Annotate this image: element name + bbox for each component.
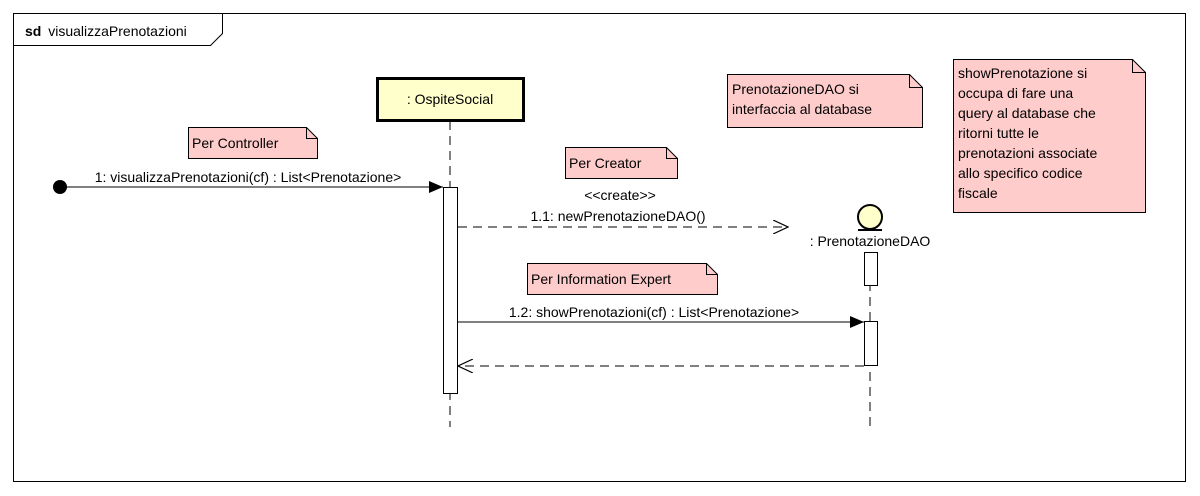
note-per-information-expert-text: Per Information Expert [531,271,671,287]
note-per-controller-text: Per Controller [192,135,279,151]
message-1-1-stereotype: <<create>> [584,187,656,203]
note-per-creator[interactable]: Per Creator [565,147,678,179]
frame-name: visualizzaPrenotazioni [48,23,187,39]
message-1-label: 1: visualizzaPrenotazioni(cf) : List<Pre… [95,169,402,185]
svg-text:sd visualizzaPrenotazioni: sd visualizzaPrenotazioni [25,23,187,39]
message-1-2-label: 1.2: showPrenotazioni(cf) : List<Prenota… [509,304,799,320]
lifeline-ospite-head[interactable] [376,77,525,122]
note-dao-database[interactable]: PrenotazioneDAO si interfaccia al databa… [727,74,923,128]
frame-keyword: sd [25,23,41,39]
note-show-prenotazione[interactable]: showPrenotazione si occupa di fare una q… [953,59,1146,213]
frame-title-tab [13,13,223,46]
note-per-controller[interactable]: Per Controller [188,127,318,159]
message-1-1-label: 1.1: newPrenotazioneDAO() [530,208,705,224]
entity-icon[interactable] [857,204,883,230]
note-show-prenotazione-text: showPrenotazione si occupa di fare una q… [958,65,1101,201]
activation-ospite [443,187,458,394]
note-dao-database-text: PrenotazioneDAO si interfaccia al databa… [732,81,872,117]
lifeline-dao-label: : PrenotazioneDAO [810,233,931,249]
activation-dao-create [864,252,878,286]
activation-dao-show [864,321,878,366]
note-per-information-expert[interactable]: Per Information Expert [527,263,718,295]
note-per-creator-text: Per Creator [569,155,642,171]
lifeline-ospite-label: : OspiteSocial [407,91,493,107]
